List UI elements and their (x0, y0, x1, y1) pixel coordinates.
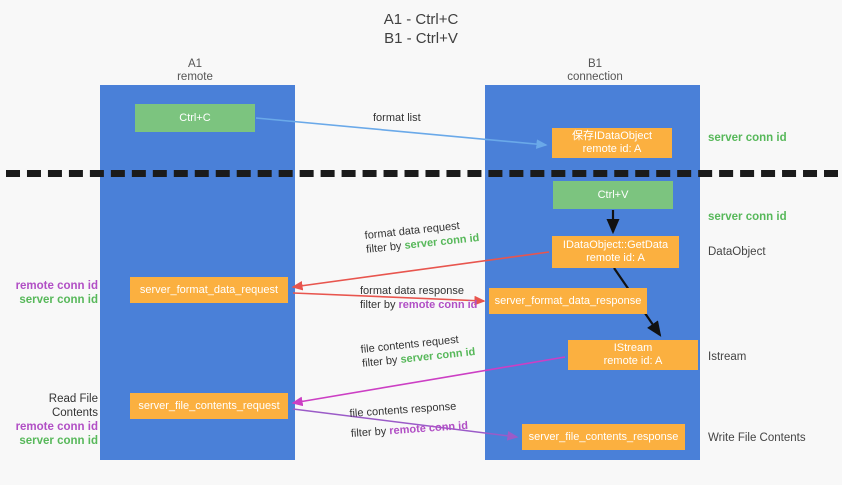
node-server-file-contents-request-label: server_file_contents_request (138, 399, 280, 412)
note-conn-ids-format: remote conn id server conn id (2, 279, 98, 307)
node-server-format-data-response-label: server_format_data_response (494, 294, 642, 307)
node-idataobject-line1: 保存IDataObject (571, 130, 653, 142)
node-istream-line2: remote id: A (603, 355, 663, 367)
edge-label-fdreq-filter-prefix: filter by (365, 240, 403, 256)
note-server-conn-id-top: server conn id (708, 132, 787, 144)
note-dataobject: DataObject (708, 246, 766, 258)
node-server-file-contents-request[interactable]: server_file_contents_request (130, 393, 288, 419)
node-server-file-contents-response-label: server_file_contents_response (528, 430, 679, 443)
edge-label-fdresp-filter-prefix: filter by (360, 299, 396, 311)
edge-label-format-list: format list (373, 111, 421, 125)
note-server-conn-id-second: server conn id (708, 211, 787, 223)
phase-divider (6, 170, 838, 177)
note-remote-conn-id-1: remote conn id (15, 280, 98, 292)
edge-label-file-contents-request: file contents request filter by server c… (360, 331, 476, 371)
column-b1-role: connection (567, 71, 623, 83)
edge-label-file-contents-response: file contents response filter by remote … (349, 399, 468, 441)
column-b1-name: B1 (587, 58, 603, 70)
column-header-b1: B1 connection (520, 58, 670, 84)
node-getdata[interactable]: IDataObject::GetData remote id: A (552, 236, 679, 268)
edge-label-format-data-response-text: format data response (360, 285, 464, 297)
node-ctrl-c-label: Ctrl+C (179, 111, 211, 124)
node-server-format-data-request-label: server_format_data_request (139, 283, 279, 296)
note-write-file-contents: Write File Contents (708, 432, 806, 444)
column-a1-role: remote (177, 71, 213, 83)
note-server-conn-id-left-1: server conn id (19, 294, 98, 306)
node-server-format-data-response[interactable]: server_format_data_response (489, 288, 647, 314)
page-title: A1 - Ctrl+C B1 - Ctrl+V (383, 11, 459, 47)
note-read-file-contents-group: Read File Contents remote conn id server… (2, 392, 98, 448)
column-header-a1: A1 remote (120, 58, 270, 84)
edge-label-fcresp-filter-prefix: filter by (350, 425, 387, 440)
node-getdata-line2: remote id: A (586, 252, 645, 264)
node-getdata-line1: IDataObject::GetData (562, 239, 669, 251)
node-ctrl-v[interactable]: Ctrl+V (553, 181, 673, 209)
node-istream-line1: IStream (613, 342, 653, 354)
node-istream[interactable]: IStream remote id: A (568, 340, 698, 370)
note-remote-conn-id-2: remote conn id (15, 421, 98, 433)
note-read-file-contents: Read File Contents (48, 393, 98, 419)
edge-label-format-data-request: format data request filter by server con… (364, 217, 480, 257)
edge-label-file-contents-response-text: file contents response (349, 400, 457, 420)
node-ctrl-v-label: Ctrl+V (597, 188, 629, 201)
column-a1-name: A1 (187, 58, 203, 70)
note-istream: Istream (708, 351, 747, 363)
node-idataobject[interactable]: 保存IDataObject remote id: A (552, 128, 672, 158)
node-ctrl-c[interactable]: Ctrl+C (135, 104, 255, 132)
node-idataobject-line2: remote id: A (582, 143, 642, 155)
note-server-conn-id-left-2: server conn id (19, 435, 98, 447)
edge-label-format-data-response: format data response filter by remote co… (360, 284, 477, 312)
edge-label-fcreq-filter-prefix: filter by (361, 354, 399, 370)
node-server-format-data-request[interactable]: server_format_data_request (130, 277, 288, 303)
edge-label-format-list-text: format list (373, 112, 421, 124)
edge-label-fdresp-filter-value: remote conn id (398, 299, 478, 311)
node-server-file-contents-response[interactable]: server_file_contents_response (522, 424, 685, 450)
edge-label-fcresp-filter-value: remote conn id (388, 419, 469, 438)
